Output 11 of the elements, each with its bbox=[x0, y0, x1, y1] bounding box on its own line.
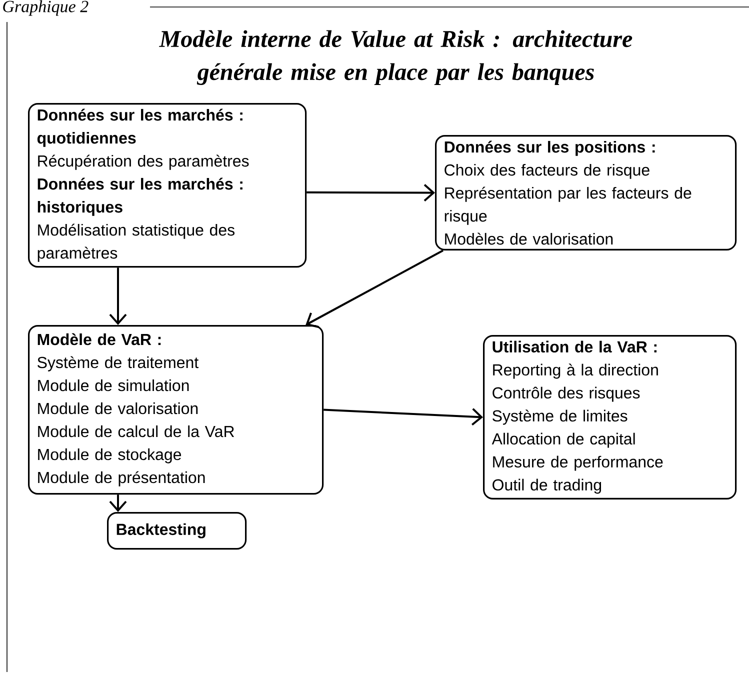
arrow bbox=[324, 408, 483, 426]
arrow bbox=[109, 268, 127, 325]
title: Modèle interne de Value at Risk : architecture générale mise en place par les banques bbox=[159, 30, 632, 85]
arrow bbox=[306, 250, 444, 328]
figure-number: Graphique 2 bbox=[3, 0, 88, 16]
result-box: Backtesting bbox=[107, 512, 247, 550]
process-box: Données sur les marchés : quotidiennes Récupération des paramètres Données sur les marchés : historiques Modélisation statistique des paramètres bbox=[28, 103, 307, 268]
process-box: Données sur les positions : Choix des facteurs de risque Représentation par les facteurs de risque Modèles de valorisation bbox=[435, 135, 737, 250]
arrow bbox=[306, 184, 436, 202]
process-box: Modèle de VaR : Système de traitement Module de simulation Module de valorisation Module de calcul de la VaR Module de stockage Module de présentation bbox=[28, 325, 324, 495]
process-box: Utilisation de la VaR : Reporting à la direction Contrôle des risques Système de limites Allocation de capital Mesure de performance Outil de trading bbox=[483, 335, 737, 500]
